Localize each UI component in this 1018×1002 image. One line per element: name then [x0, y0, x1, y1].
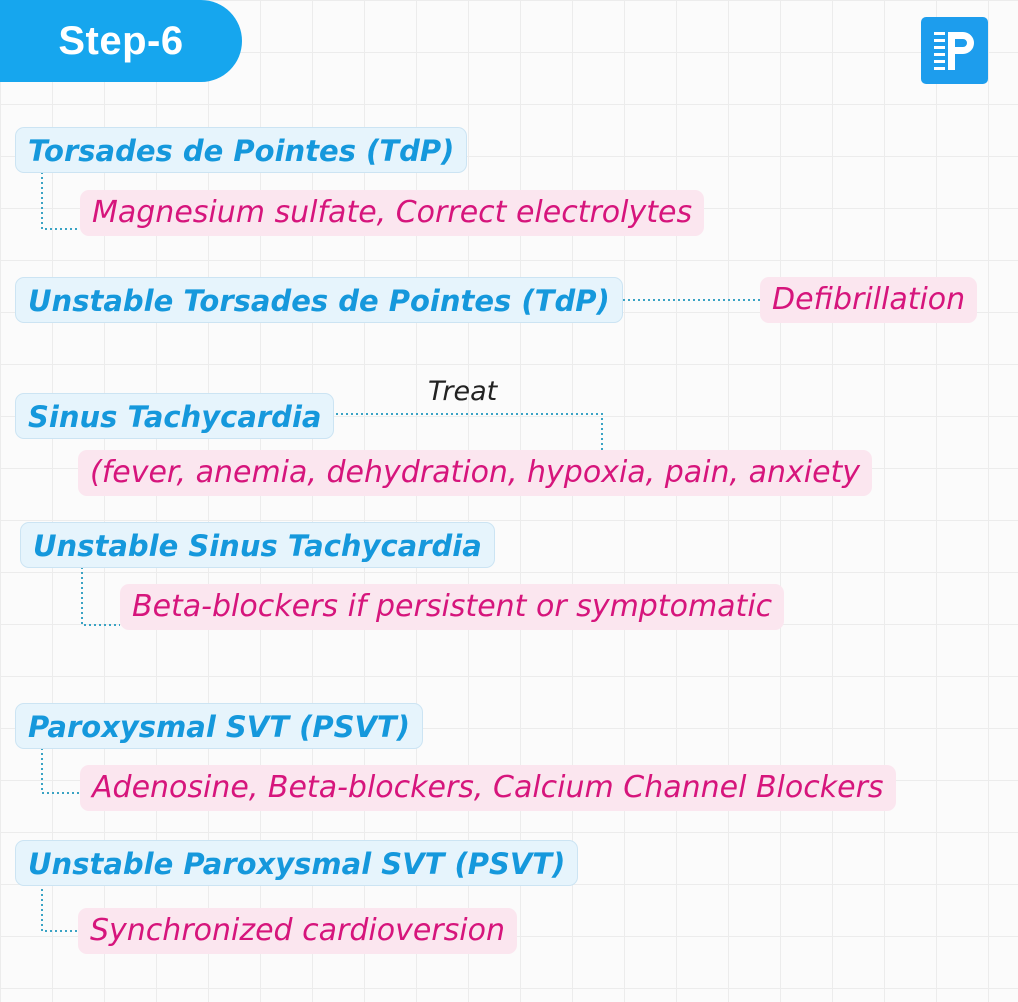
condition-sinus-tach: Sinus Tachycardia: [15, 393, 335, 439]
logo-glyph: [934, 32, 974, 70]
document-p-icon: [921, 17, 988, 84]
treatment-unstable-tdp: Defibrillation: [760, 277, 978, 323]
treatment-psvt: Adenosine, Beta-blockers, Calcium Channe…: [80, 765, 896, 811]
treatment-unstable-sinus-tach: Beta-blockers if persistent or symptomat…: [120, 584, 785, 630]
treatment-unstable-psvt: Synchronized cardioversion: [78, 908, 517, 954]
step-title: Step-6: [0, 0, 242, 82]
edge-label-treat: Treat: [428, 376, 498, 407]
condition-unstable-sinus-tach: Unstable Sinus Tachycardia: [20, 522, 495, 568]
treatment-tdp: Magnesium sulfate, Correct electrolytes: [80, 190, 705, 236]
condition-unstable-psvt: Unstable Paroxysmal SVT (PSVT): [15, 840, 579, 886]
condition-psvt: Paroxysmal SVT (PSVT): [15, 703, 423, 749]
condition-tdp: Torsades de Pointes (TdP): [15, 127, 468, 173]
condition-unstable-tdp: Unstable Torsades de Pointes (TdP): [15, 277, 623, 323]
connector-unstable-sinus-tach: [81, 567, 120, 626]
treatment-sinus-tach: (fever, anemia, dehydration, hypoxia, pa…: [78, 450, 873, 496]
connector-tdp: [41, 172, 80, 230]
connector-sinus-tach: [336, 413, 603, 452]
connector-psvt: [41, 748, 80, 794]
connector-unstable-psvt: [41, 884, 80, 932]
